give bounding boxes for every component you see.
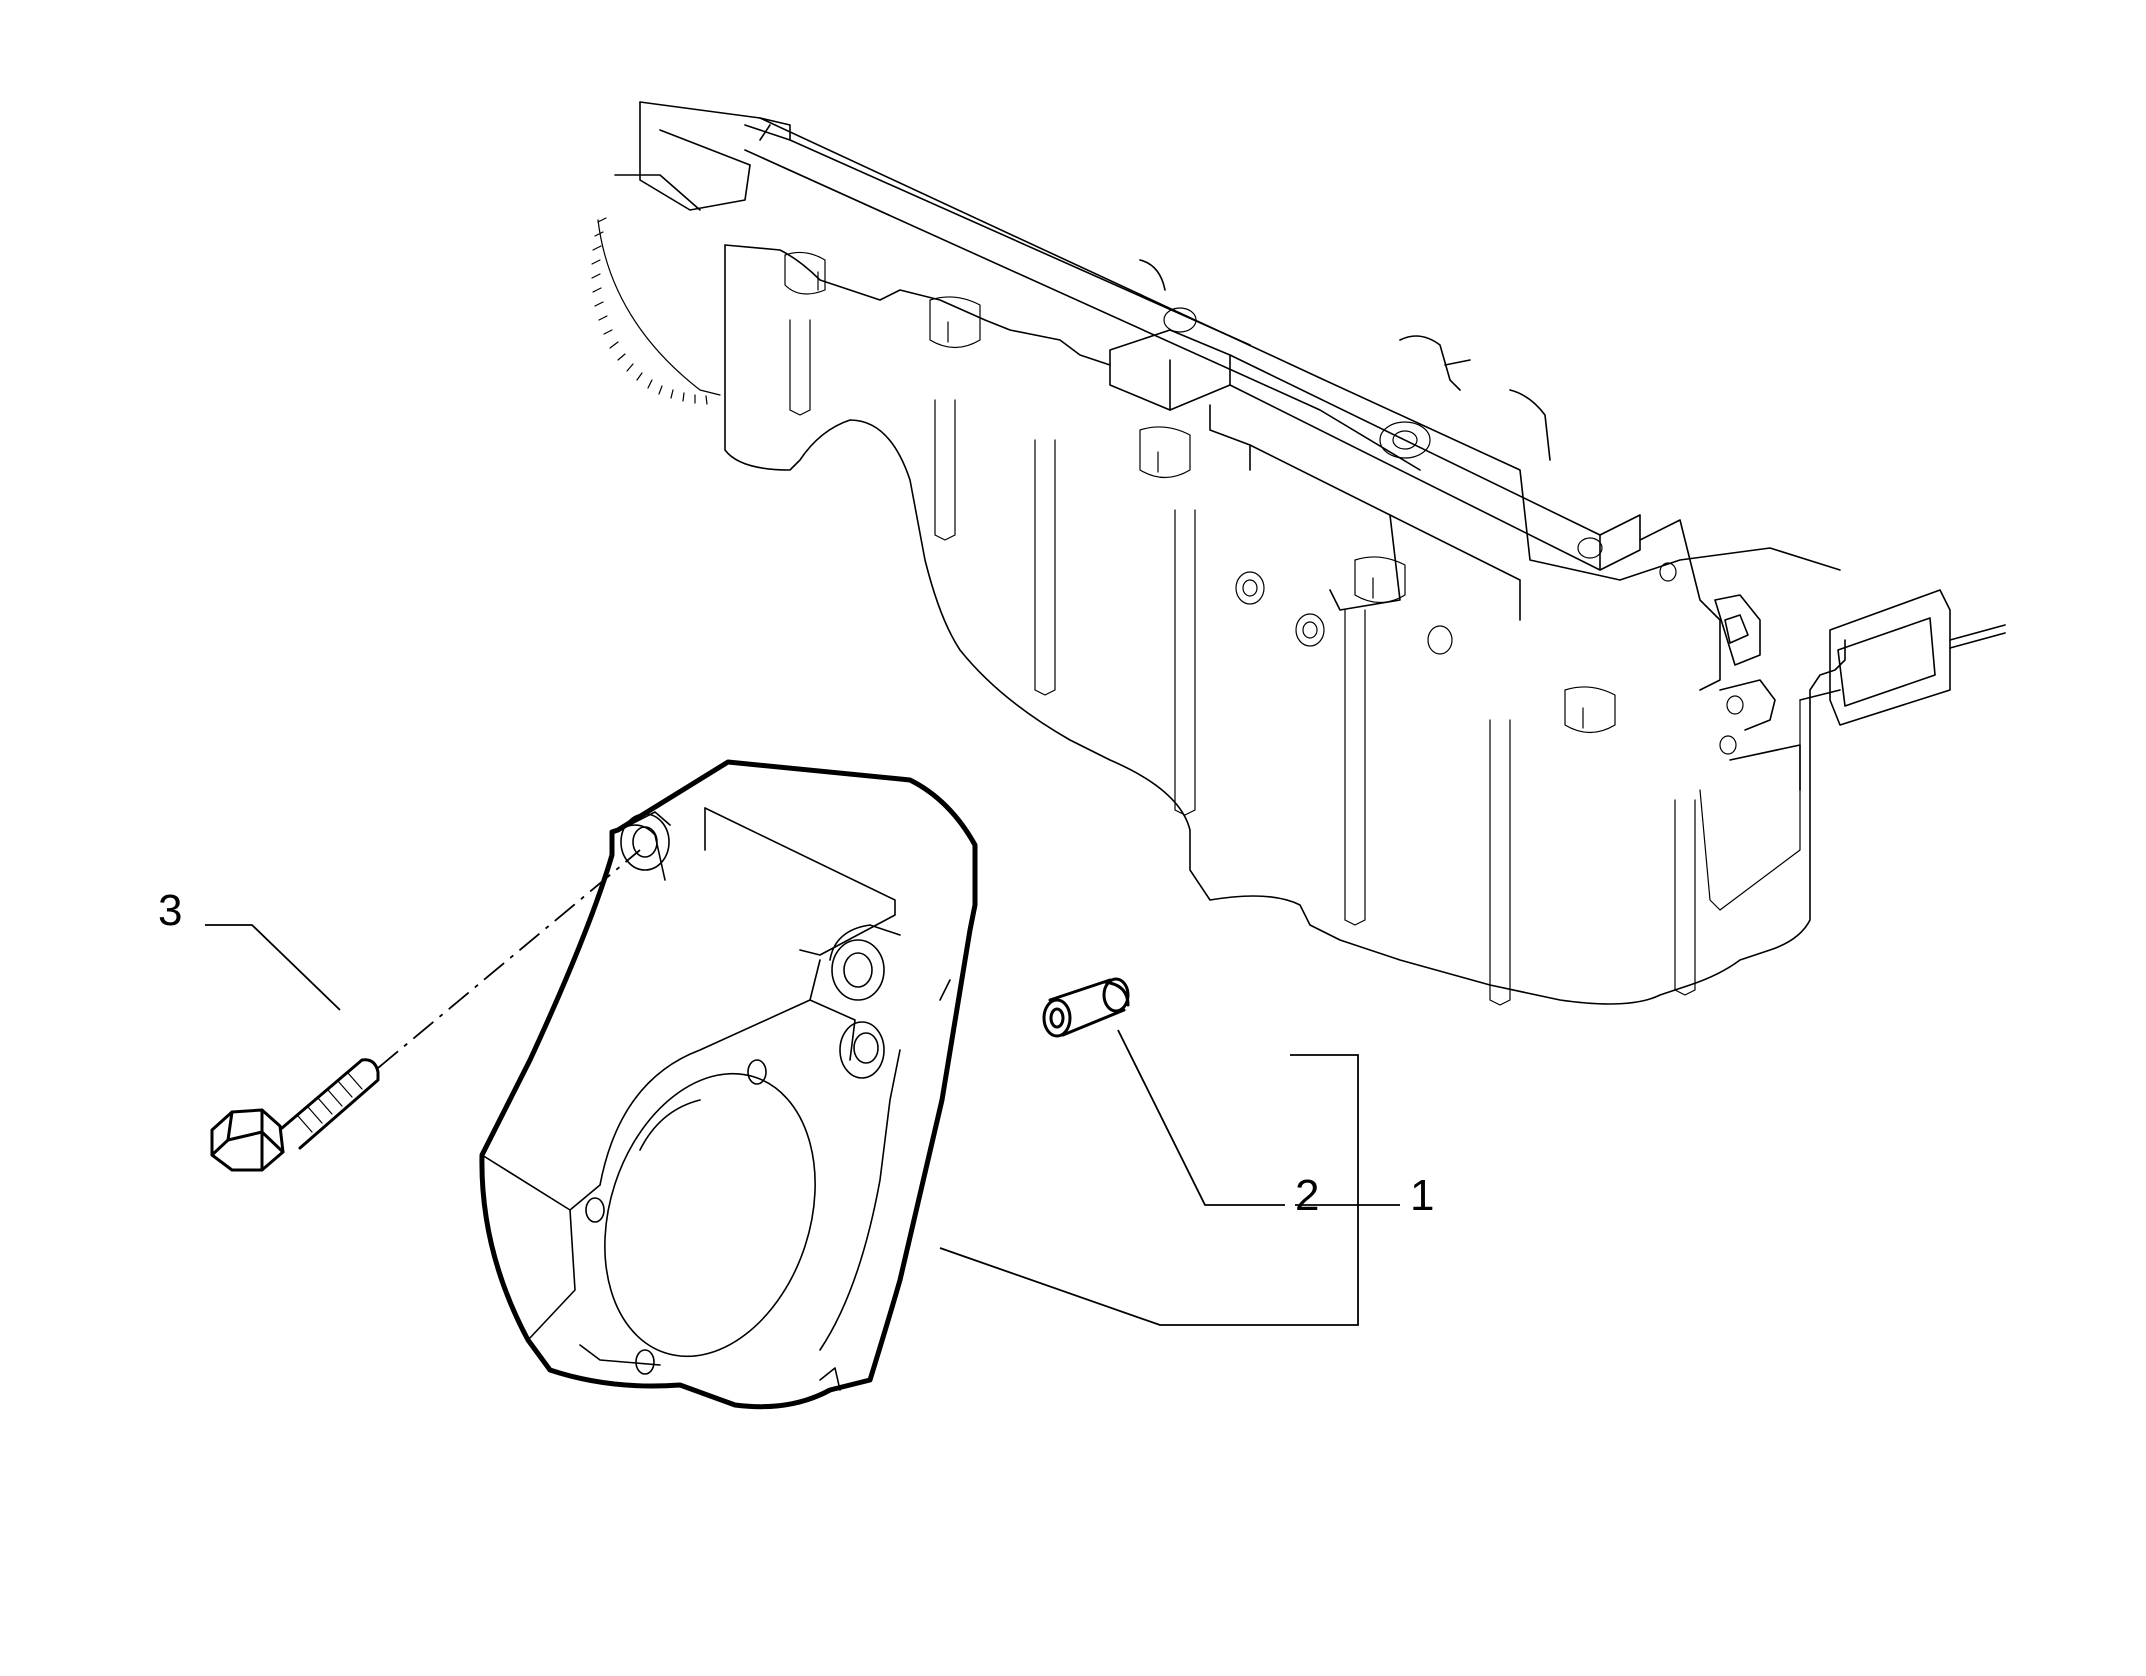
main-bearing-bolts bbox=[784, 251, 1616, 734]
callout-1: 1 bbox=[1410, 1171, 1434, 1220]
part-1-housing bbox=[479, 759, 978, 1410]
callout-2: 2 bbox=[1295, 1171, 1319, 1220]
leader-lines bbox=[205, 924, 1400, 1326]
flywheel-gear bbox=[591, 217, 721, 405]
block-fittings bbox=[1163, 307, 1744, 755]
part-3-bolt bbox=[210, 849, 641, 1172]
engine-block bbox=[591, 101, 2006, 1006]
callout-3: 3 bbox=[158, 886, 182, 935]
assembly-centerline bbox=[377, 849, 641, 1069]
part-2-dowel-bushing bbox=[1042, 977, 1130, 1038]
